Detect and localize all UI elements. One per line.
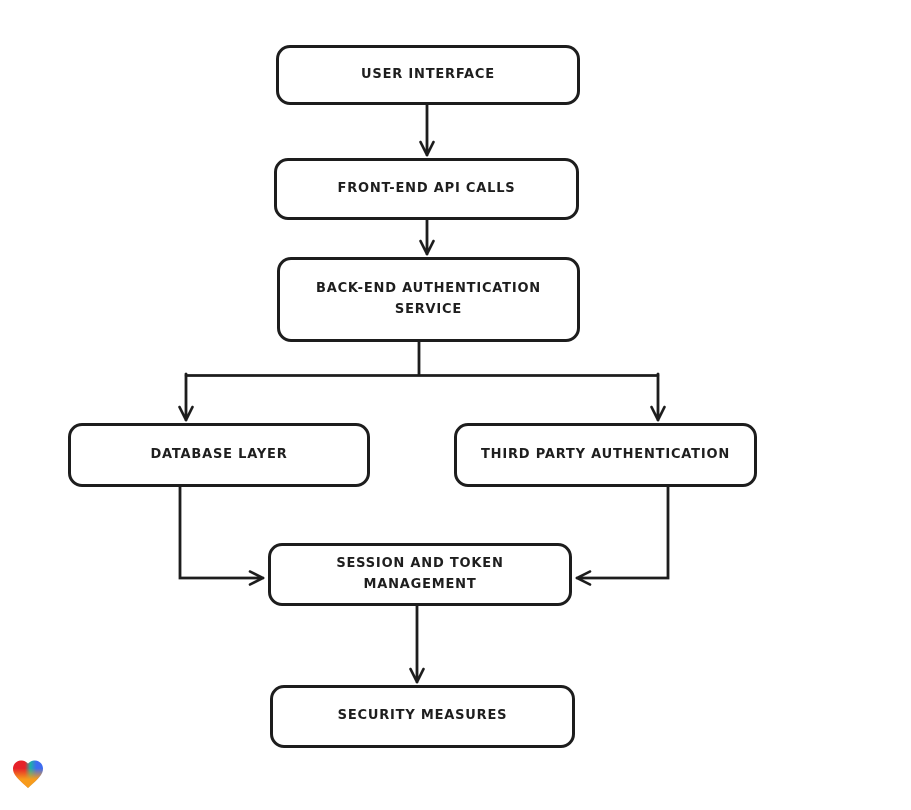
node-label: DATABASE LAYER	[150, 446, 288, 462]
edge-thirdparty-to-session	[575, 484, 670, 586]
node-front-end-api-calls[interactable]: FRONT-END API CALLS	[274, 158, 579, 220]
node-label: SECURITY MEASURES	[337, 708, 508, 724]
edge-database-to-session	[178, 485, 265, 586]
node-label: USER INTERFACE	[361, 66, 495, 82]
node-user-interface[interactable]: USER INTERFACE	[276, 45, 580, 105]
watermark-logo[interactable]	[10, 756, 46, 792]
node-label: SESSION AND TOKEN MANAGEMENT	[336, 556, 504, 592]
node-third-party-auth[interactable]: THIRD PARTY AUTHENTICATION	[454, 423, 757, 487]
node-security-measures[interactable]: SECURITY MEASURES	[270, 685, 575, 748]
node-back-end-auth-service[interactable]: BACK-END AUTHENTICATION SERVICE	[277, 257, 580, 342]
heart-icon	[13, 760, 43, 789]
node-label: BACK-END AUTHENTICATION SERVICE	[316, 281, 541, 317]
node-session-token-mgmt[interactable]: SESSION AND TOKEN MANAGEMENT	[268, 543, 572, 606]
node-label: FRONT-END API CALLS	[337, 180, 516, 196]
node-label: THIRD PARTY AUTHENTICATION	[481, 446, 730, 462]
node-database-layer[interactable]: DATABASE LAYER	[68, 423, 370, 487]
